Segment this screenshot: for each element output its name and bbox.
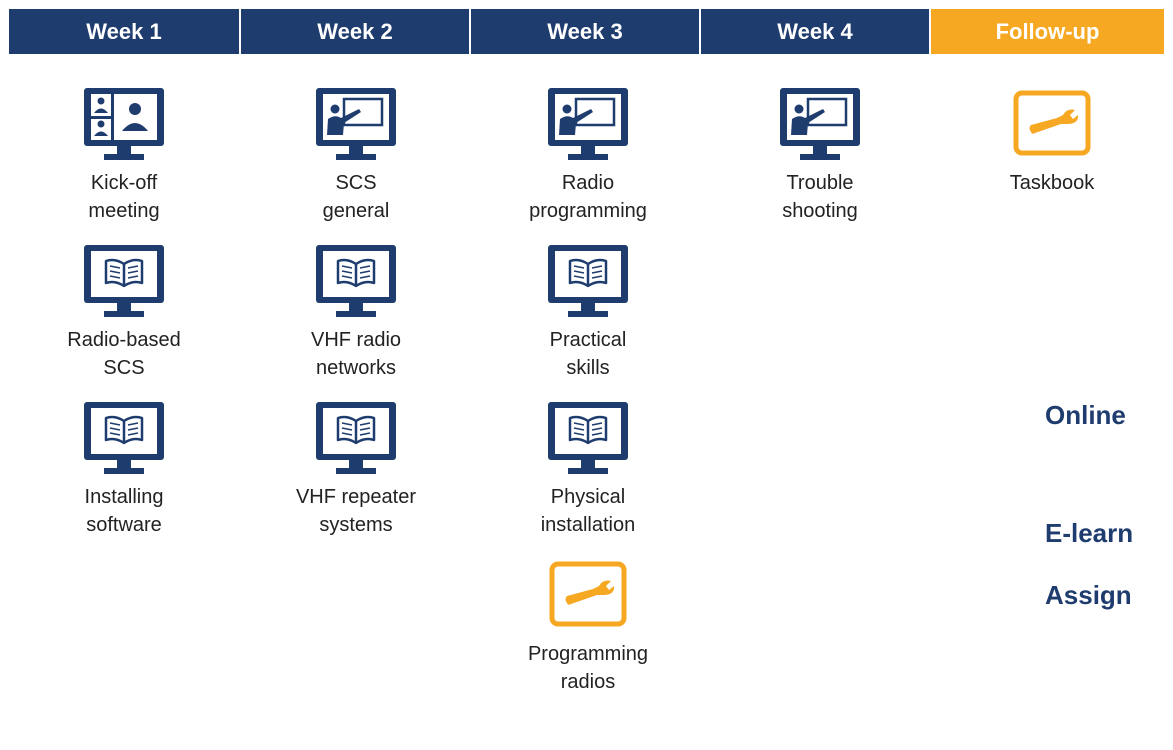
online-lecture-icon: [780, 88, 860, 160]
schedule-item-radio-based-scs: Radio-based SCS: [24, 242, 224, 382]
week-1-column: Kick-off meeting Radio-based SCS Install…: [9, 85, 239, 539]
schedule-item-scs-general: SCS general: [256, 85, 456, 225]
schedule-item-practical-skills: Practical skills: [488, 242, 688, 382]
item-label: VHF radio networks: [310, 329, 402, 379]
e-learning-book-icon: [84, 402, 164, 474]
schedule-item-taskbook: Taskbook: [952, 85, 1152, 197]
item-label: Physical installation: [540, 486, 636, 536]
tab-week-2: Week 2: [239, 9, 469, 54]
item-label: VHF repeater systems: [295, 486, 417, 536]
schedule-item-vhf-repeater-systems: VHF repeater systems: [256, 399, 456, 539]
week-header-bar: Week 1 Week 2 Week 3 Week 4 Follow-up: [9, 9, 1164, 54]
video-meeting-icon: [84, 88, 164, 160]
tab-week-4: Week 4: [699, 9, 929, 54]
e-learning-book-icon: [548, 245, 628, 317]
week-4-column: Trouble shooting: [705, 85, 935, 225]
tab-follow-up: Follow-up: [929, 9, 1164, 54]
schedule-item-radio-programming: Radio programming: [488, 85, 688, 225]
e-learning-book-icon: [84, 245, 164, 317]
schedule-item-vhf-radio-networks: VHF radio networks: [256, 242, 456, 382]
item-label: Radio-based SCS: [67, 329, 181, 379]
schedule-item-kickoff: Kick-off meeting: [24, 85, 224, 225]
item-label: Kick-off meeting: [88, 172, 160, 222]
schedule-item-trouble-shooting: Trouble shooting: [720, 85, 920, 225]
legend-online: Online: [1045, 400, 1126, 430]
follow-up-column: Taskbook: [937, 85, 1167, 197]
week-2-column: SCS general VHF radio networks VHF repea…: [241, 85, 471, 539]
item-label: Programming radios: [527, 643, 649, 693]
online-lecture-icon: [316, 88, 396, 160]
tab-week-3: Week 3: [469, 9, 699, 54]
item-label: Trouble shooting: [782, 172, 858, 222]
legend-elearning: E-learn: [1045, 518, 1134, 548]
item-label: Radio programming: [529, 172, 647, 222]
item-label: SCS general: [322, 172, 390, 222]
legend-assignment: Assign: [1045, 580, 1132, 610]
schedule-item-physical-installation: Physical installation: [488, 399, 688, 539]
item-label: Installing software: [84, 486, 164, 536]
assignment-wrench-icon: [549, 561, 627, 627]
week-3-column: Radio programming Practical skills Physi…: [473, 85, 703, 696]
item-label: Taskbook: [1009, 172, 1095, 194]
online-lecture-icon: [548, 88, 628, 160]
e-learning-book-icon: [548, 402, 628, 474]
schedule-item-installing-software: Installing software: [24, 399, 224, 539]
schedule-item-programming-radios: Programming radios: [488, 556, 688, 696]
e-learning-book-icon: [316, 245, 396, 317]
assignment-wrench-icon: [1013, 90, 1091, 156]
tab-week-1: Week 1: [9, 9, 239, 54]
e-learning-book-icon: [316, 402, 396, 474]
item-label: Practical skills: [549, 329, 627, 379]
